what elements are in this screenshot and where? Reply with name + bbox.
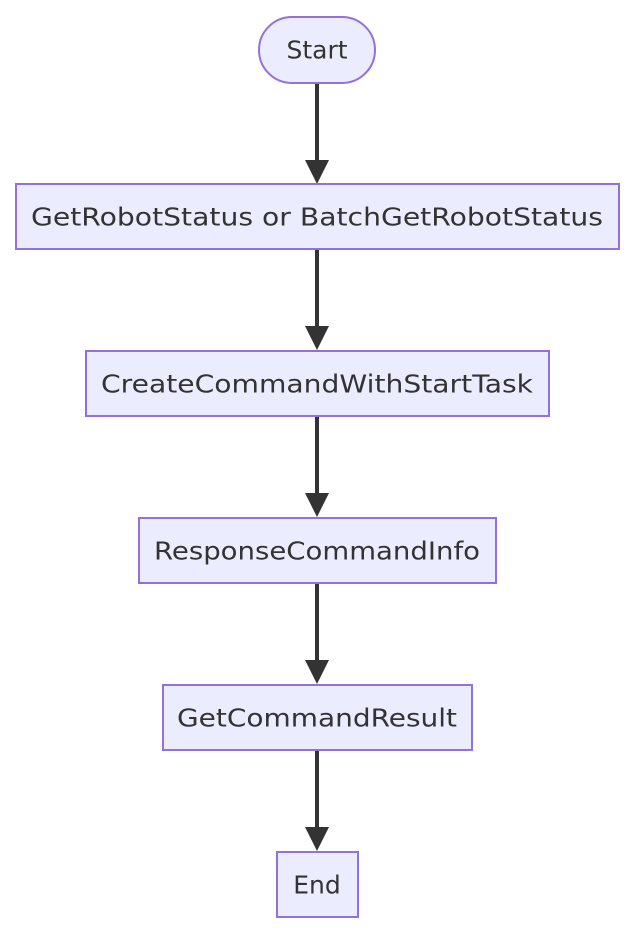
node-get-robot-status: GetRobotStatus or BatchGetRobotStatus [15, 183, 620, 250]
edge-get-robot-status-to-create-command [305, 250, 329, 350]
edge-start-to-get-robot-status [305, 84, 329, 184]
node-get-robot-status-label: GetRobotStatus or BatchGetRobotStatus [31, 203, 603, 232]
edges [305, 84, 329, 851]
node-response-command-info: ResponseCommandInfo [138, 517, 497, 584]
edge-get-command-result-to-end [305, 751, 329, 851]
node-response-command-info-shape [138, 517, 497, 584]
node-end-label: End [293, 871, 341, 900]
edge-create-command-to-response-command-info [305, 417, 329, 517]
node-create-command-label: CreateCommandWithStartTask [101, 370, 534, 399]
node-get-command-result: GetCommandResult [162, 684, 473, 751]
node-end: End [276, 851, 359, 918]
node-start: Start [258, 16, 376, 84]
edge-response-command-info-to-get-command-result [305, 584, 329, 684]
node-create-command-shape [85, 350, 550, 417]
node-get-command-result-label: GetCommandResult [177, 704, 457, 733]
node-create-command: CreateCommandWithStartTask [85, 350, 550, 417]
node-response-command-info-label: ResponseCommandInfo [154, 537, 480, 566]
node-get-robot-status-shape [15, 183, 620, 250]
node-start-label: Start [286, 36, 347, 65]
node-start-shape [258, 16, 376, 84]
node-end-shape [276, 851, 359, 918]
node-get-command-result-shape [162, 684, 473, 751]
